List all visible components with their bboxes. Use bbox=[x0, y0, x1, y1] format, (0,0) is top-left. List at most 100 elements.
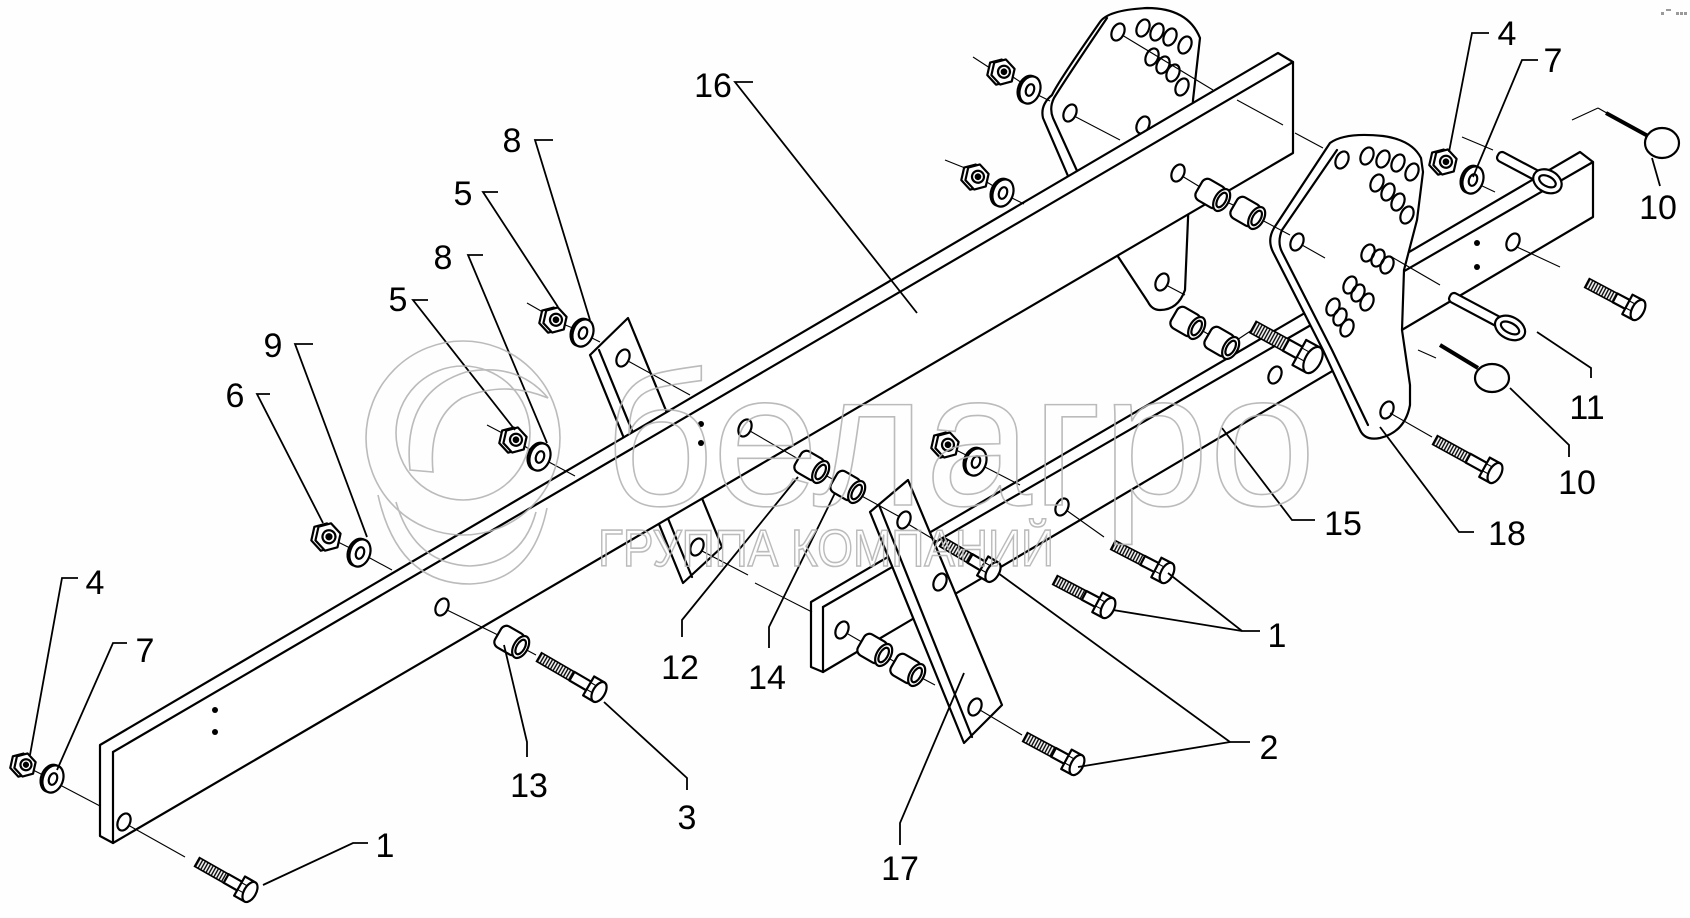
leader-3 bbox=[603, 701, 688, 790]
nut-bore bbox=[321, 529, 337, 545]
nut-bore bbox=[940, 437, 956, 452]
leader-18 bbox=[1379, 426, 1474, 533]
mounting-hole bbox=[1165, 63, 1181, 83]
fasteners bbox=[9, 34, 1647, 904]
leader-8-top bbox=[533, 139, 591, 321]
callout-3: 3 bbox=[678, 799, 697, 837]
bushing bbox=[1229, 195, 1267, 231]
long-beam-body bbox=[98, 51, 1295, 845]
pin-eye-slot bbox=[1499, 320, 1521, 336]
mounting-hole bbox=[615, 348, 631, 368]
flat-washer bbox=[346, 537, 372, 568]
leader-15 bbox=[1221, 427, 1315, 521]
bushing bbox=[856, 632, 894, 668]
callout-11: 11 bbox=[1569, 389, 1604, 427]
nut-bore-shadow bbox=[512, 436, 520, 444]
nut-bore bbox=[1438, 154, 1454, 169]
hex-nut bbox=[960, 163, 990, 191]
callout-1-right: 1 bbox=[1268, 617, 1287, 655]
bushing-bore bbox=[850, 483, 864, 501]
center-line bbox=[1165, 284, 1186, 296]
mounting-hole bbox=[1062, 103, 1078, 123]
washer-hole bbox=[1024, 83, 1036, 97]
mounting-hole bbox=[1339, 318, 1355, 338]
bushing bbox=[1203, 325, 1241, 361]
callout-7-top: 7 bbox=[1544, 42, 1563, 80]
callout-15: 15 bbox=[1324, 505, 1362, 543]
callout-1-left: 1 bbox=[376, 827, 395, 865]
mounting-hole bbox=[1267, 365, 1283, 385]
marking-dot bbox=[698, 421, 704, 427]
center-line bbox=[749, 430, 801, 461]
mounting-hole bbox=[1390, 192, 1406, 212]
hex-bolt bbox=[1109, 539, 1176, 585]
mounting-hole bbox=[932, 572, 948, 592]
ring-cotter-lower bbox=[1438, 343, 1511, 394]
long-beam-top-front-edge bbox=[111, 60, 1295, 754]
leader-16 bbox=[733, 81, 918, 314]
mounting-hole bbox=[1379, 400, 1395, 420]
ring-cotter-upper bbox=[1605, 111, 1681, 160]
leader-13 bbox=[503, 644, 528, 757]
bolt-head-face bbox=[984, 560, 1002, 584]
callout-8-top: 8 bbox=[503, 122, 522, 160]
mounting-hole bbox=[896, 510, 912, 530]
center-line bbox=[907, 523, 939, 543]
lock-pin-lower bbox=[1447, 291, 1527, 342]
bolt-head-face bbox=[1486, 461, 1504, 485]
callout-8-mid: 8 bbox=[434, 239, 453, 277]
callout-17: 17 bbox=[881, 850, 919, 888]
mounting-hole bbox=[1380, 182, 1396, 202]
leader-4-left bbox=[29, 577, 78, 756]
bolt-thread bbox=[193, 856, 230, 884]
bushing-bore bbox=[1250, 209, 1264, 227]
flat-washer bbox=[1016, 74, 1042, 105]
mounting-hole bbox=[967, 697, 983, 717]
center-line bbox=[127, 824, 186, 858]
logo-swoosh-outer bbox=[377, 494, 548, 585]
corner-mark bbox=[1666, 9, 1671, 11]
bushing-bore bbox=[1190, 319, 1204, 337]
center-line bbox=[546, 460, 576, 477]
callout-10-lower: 10 bbox=[1558, 464, 1596, 502]
leader-11 bbox=[1536, 331, 1592, 378]
washer-face bbox=[41, 764, 65, 794]
center-line bbox=[1461, 136, 1494, 151]
callout-4-top: 4 bbox=[1498, 15, 1517, 53]
corner-mark bbox=[1676, 12, 1679, 15]
mounting-hole bbox=[1154, 272, 1170, 292]
bolt-thread bbox=[1583, 277, 1619, 304]
bolt-thread bbox=[535, 651, 576, 682]
mounting-hole bbox=[1110, 22, 1126, 42]
callout-18: 18 bbox=[1488, 515, 1526, 553]
mounting-hole bbox=[1135, 18, 1151, 38]
bushing-bore bbox=[514, 638, 528, 656]
lock-pin-upper bbox=[1495, 150, 1563, 195]
center-line bbox=[627, 360, 691, 396]
ring-shaft bbox=[1605, 111, 1649, 138]
flat-washer bbox=[569, 317, 595, 348]
bushing bbox=[829, 469, 867, 505]
callout-6: 6 bbox=[226, 377, 245, 415]
leader-9 bbox=[293, 343, 368, 538]
bolt-head-face bbox=[241, 880, 259, 904]
nut-bore bbox=[970, 169, 986, 184]
pin-eye-slot bbox=[1538, 174, 1557, 189]
bolt-head-face bbox=[1629, 298, 1647, 322]
bolt-head-face bbox=[1302, 345, 1324, 375]
mounting-hole bbox=[1177, 35, 1193, 55]
bushing-bore bbox=[877, 646, 891, 664]
nut-bore-shadow bbox=[325, 533, 333, 541]
corner-mark bbox=[1661, 12, 1664, 15]
washer-face bbox=[528, 442, 552, 472]
mounting-hole bbox=[689, 537, 705, 557]
leader-1-right bbox=[1167, 572, 1260, 632]
mounting-hole bbox=[1359, 292, 1375, 312]
flat-washer bbox=[989, 177, 1015, 208]
bushing-bore bbox=[814, 463, 828, 481]
washer-hole bbox=[354, 546, 366, 560]
mounting-hole bbox=[834, 620, 850, 640]
mounting-hole bbox=[1390, 153, 1406, 173]
callout-10-upper: 10 bbox=[1639, 189, 1677, 227]
hex-bolt bbox=[938, 536, 1002, 584]
